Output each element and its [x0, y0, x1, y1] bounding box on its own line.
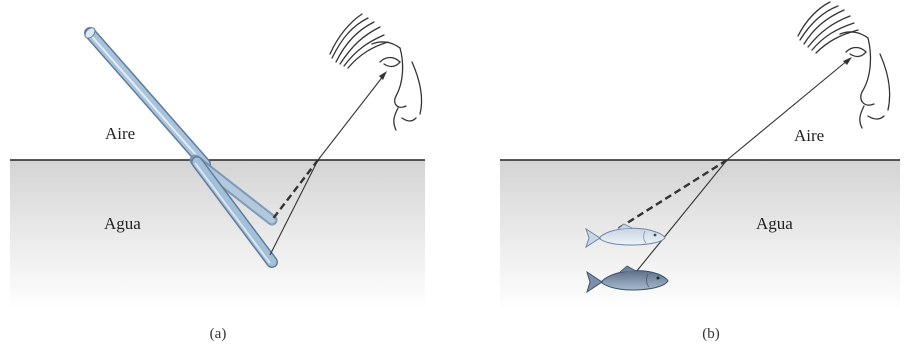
light-ray-to-eye: [318, 75, 384, 160]
caption-b: (b): [691, 326, 731, 343]
label-water-b: Agua: [756, 214, 793, 234]
ray-arrowhead: [843, 57, 852, 65]
observer-face: [330, 14, 422, 130]
panel-a: Aire Agua (a): [0, 0, 440, 320]
diagram-b: [490, 0, 907, 320]
water-region: [500, 160, 900, 310]
panel-b: Aire Agua (b): [490, 0, 907, 320]
observer-face: [798, 2, 890, 128]
label-water-a: Agua: [104, 214, 141, 234]
diagram-a: [0, 0, 440, 320]
stick-above-water: [83, 26, 205, 164]
light-ray-to-eye: [727, 60, 848, 160]
ray-arrowhead: [379, 71, 387, 80]
label-air-b: Aire: [794, 126, 824, 146]
label-air-a: Aire: [105, 124, 135, 144]
caption-a: (a): [198, 326, 238, 343]
